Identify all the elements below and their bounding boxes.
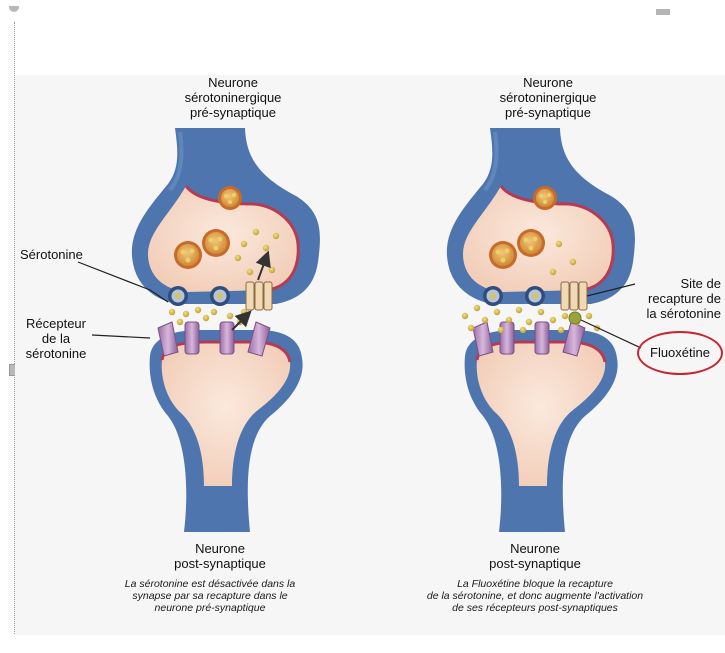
label-line: sérotonine: [20, 346, 92, 361]
label-line: de la: [20, 331, 92, 346]
caption-line: neurone pré-synaptique: [60, 602, 360, 614]
label-line: Neurone: [483, 75, 613, 90]
reuptake-site-label: Site de recapture de la sérotonine: [618, 276, 721, 321]
caption-line: de ses récepteurs post-synaptiques: [380, 602, 690, 614]
label-line: Neurone: [168, 75, 298, 90]
fluoxetine-label: Fluoxétine: [640, 345, 720, 360]
serotonin-molecule: [169, 307, 247, 325]
right-caption: La Fluoxétine bloque la recapture de la …: [380, 578, 690, 614]
label-line: post-synaptique: [165, 556, 275, 571]
left-caption: La sérotonine est désactivée dans la syn…: [60, 578, 360, 614]
receptor-label: Récepteur de la sérotonine: [20, 316, 92, 361]
label-line: Neurone: [165, 541, 275, 556]
label-line: sérotoninergique: [483, 90, 613, 105]
right-pre-neuron-label: Neurone sérotoninergique pré-synaptique: [483, 75, 613, 120]
left-post-neuron-label: Neurone post-synaptique: [165, 541, 275, 571]
label-line: Neurone: [480, 541, 590, 556]
label-line: pré-synaptique: [483, 105, 613, 120]
label-line: Récepteur: [20, 316, 92, 331]
label-line: sérotoninergique: [168, 90, 298, 105]
right-synapse-panel: [447, 128, 641, 532]
caption-line: de la sérotonine, et donc augmente l'act…: [380, 590, 690, 602]
caption-line: synapse par sa recapture dans le: [60, 590, 360, 602]
reuptake-arrow: [232, 316, 246, 330]
left-synapse-panel: [78, 128, 320, 532]
right-post-neuron-label: Neurone post-synaptique: [480, 541, 590, 571]
fluoxetine-molecule: [569, 312, 581, 324]
left-pre-neuron-label: Neurone sérotoninergique pré-synaptique: [168, 75, 298, 120]
leader-line-receptor: [92, 335, 150, 338]
caption-line: La sérotonine est désactivée dans la: [60, 578, 360, 590]
label-line: pré-synaptique: [168, 105, 298, 120]
serotonin-label: Sérotonine: [20, 247, 83, 262]
caption-line: La Fluoxétine bloque la recapture: [380, 578, 690, 590]
label-line: recapture de: [618, 291, 721, 306]
label-line: la sérotonine: [618, 306, 721, 321]
label-line: post-synaptique: [480, 556, 590, 571]
label-line: Site de: [618, 276, 721, 291]
